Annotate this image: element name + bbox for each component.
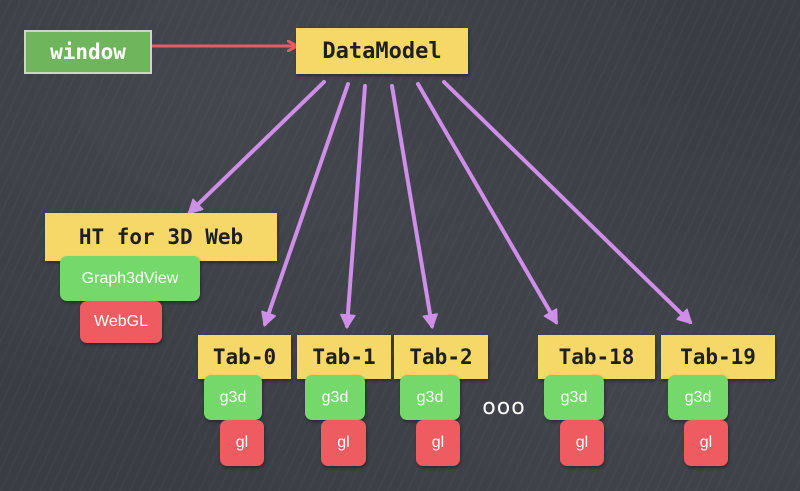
arrow-datamodel-to-tab-0 [261, 82, 350, 327]
window-node: window [24, 30, 152, 74]
tab-1-node: Tab-1 [297, 335, 391, 379]
tab-19-g3d: g3d [668, 375, 728, 420]
tab-0-gl: gl [220, 420, 264, 466]
tab-0-g3d: g3d [204, 375, 262, 420]
tab-18-gl: gl [560, 420, 604, 466]
arrow-datamodel-to-tab-1 [340, 84, 367, 329]
tab-2-node: Tab-2 [394, 335, 488, 379]
datamodel-node: DataModel [296, 28, 468, 74]
webgl-node: WebGL [80, 301, 162, 343]
tab-18-g3d: g3d [544, 375, 604, 420]
ht3d-title: HT for 3D Web [45, 213, 277, 261]
tab-19-gl: gl [684, 420, 728, 466]
tab-1-gl: gl [321, 420, 366, 466]
arrow-datamodel-to-tab-2 [390, 84, 438, 329]
arrow-datamodel-to-tab-18 [416, 82, 558, 325]
ellipsis-more-tabs: ooo [482, 394, 526, 420]
graph3dview-node: Graph3dView [60, 256, 200, 301]
arrow-datamodel-to-tab-19 [442, 80, 693, 325]
tab-18-node: Tab-18 [538, 335, 655, 379]
tab-0-node: Tab-0 [198, 335, 291, 379]
tab-1-g3d: g3d [305, 375, 365, 420]
tab-19-node: Tab-19 [661, 335, 775, 379]
tab-2-g3d: g3d [400, 375, 460, 420]
tab-2-gl: gl [416, 420, 460, 466]
arrow-datamodel-to-ht3d [187, 80, 326, 215]
